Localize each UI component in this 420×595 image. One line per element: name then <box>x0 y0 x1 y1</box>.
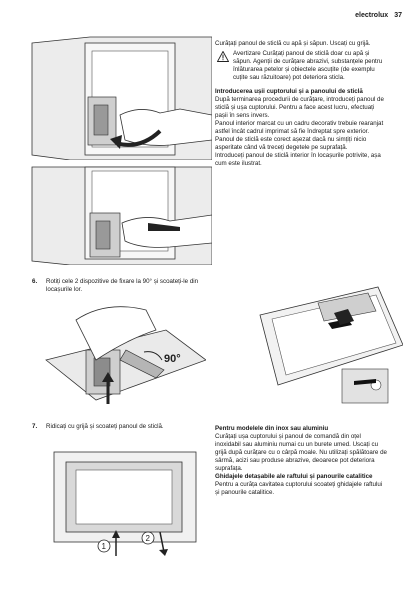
figure-door-removal-2 <box>30 165 212 265</box>
page-header: electrolux 37 <box>355 12 402 19</box>
install-heading: Introducerea ușii cuptorului și a panoul… <box>215 88 363 95</box>
page-number: 37 <box>394 12 402 19</box>
figure-lift-glass-panel: 1 2 <box>50 448 200 558</box>
figure-door-removal-1 <box>30 35 212 160</box>
step-number: 6. <box>32 278 38 285</box>
stainless-text: Curățați ușa cuptorului și panoul de com… <box>215 433 387 472</box>
figure-panel-slots <box>258 285 403 413</box>
install-paragraph-2: Panoul interior marcat cu un cadru decor… <box>215 120 384 151</box>
figure-rotate-fixing: 90° <box>36 290 206 412</box>
intro-paragraph: Curățați panoul de sticlă cu apă și săpu… <box>215 40 371 47</box>
stainless-heading: Pentru modelele din inox sau aluminiu <box>215 425 329 432</box>
right-column-bottom: Pentru modelele din inox sau aluminiu Cu… <box>215 425 387 497</box>
angle-label: 90° <box>164 353 181 365</box>
right-column-top: Curățați panoul de sticlă cu apă și săpu… <box>215 40 387 168</box>
rails-text: Pentru a curăța cavitatea cuptorului sco… <box>215 481 383 496</box>
warning-icon <box>216 50 230 65</box>
step-7: 7. Ridicați cu grijă și scoateți panoul … <box>32 423 210 431</box>
step-text: Ridicați cu grijă și scoateți panoul de … <box>46 423 164 430</box>
warning-text: Avertizare Curățați panoul de sticlă doa… <box>233 50 383 81</box>
install-paragraph-1: După terminarea procedurii de curățare, … <box>215 96 384 119</box>
rails-heading: Ghidajele detașabile ale raftului și pan… <box>215 473 373 480</box>
warning-box: Avertizare Curățați panoul de sticlă doa… <box>215 50 387 82</box>
mark-2: 2 <box>146 534 151 543</box>
brand-name: electrolux <box>355 12 389 19</box>
step-text: Rotiți cele 2 dispozitive de fixare la 9… <box>46 278 199 293</box>
mark-1: 1 <box>102 542 107 551</box>
step-6: 6. Rotiți cele 2 dispozitive de fixare l… <box>32 278 210 294</box>
step-number: 7. <box>32 423 38 430</box>
install-paragraph-3: Introduceți panoul de sticlă interior în… <box>215 152 381 167</box>
